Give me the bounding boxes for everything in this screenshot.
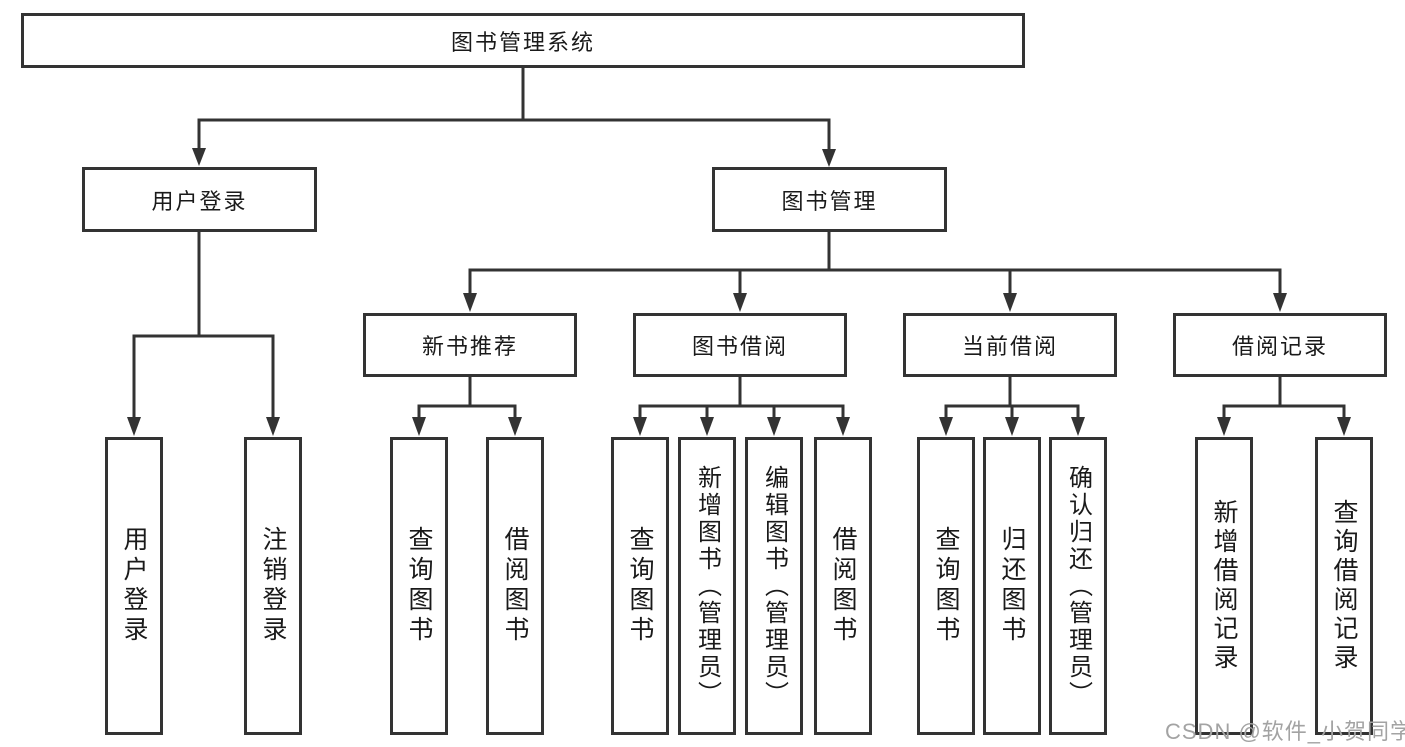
leaf-add-borrow-record: 新增借阅记录 — [1195, 437, 1253, 735]
node-new-book-recommend: 新书推荐 — [363, 313, 577, 377]
node-root-library-system: 图书管理系统 — [21, 13, 1025, 68]
leaf-logout: 注销登录 — [244, 437, 302, 735]
node-borrowing-records: 借阅记录 — [1173, 313, 1387, 377]
node-current-borrowing: 当前借阅 — [903, 313, 1117, 377]
leaf-user-login: 用户登录 — [105, 437, 163, 735]
leaf-query-borrow-record: 查询借阅记录 — [1315, 437, 1373, 735]
leaf-edit-books-admin: 编辑图书（管理员） — [745, 437, 803, 735]
leaf-return-books: 归还图书 — [983, 437, 1041, 735]
leaf-query-books-current: 查询图书 — [917, 437, 975, 735]
node-user-login: 用户登录 — [82, 167, 317, 232]
leaf-add-books-admin: 新增图书（管理员） — [678, 437, 736, 735]
leaf-query-books-borrowing: 查询图书 — [611, 437, 669, 735]
leaf-borrow-books-recommend: 借阅图书 — [486, 437, 544, 735]
leaf-query-books-recommend: 查询图书 — [390, 437, 448, 735]
node-book-management: 图书管理 — [712, 167, 947, 232]
leaf-confirm-return-admin: 确认归还（管理员） — [1049, 437, 1107, 735]
csdn-watermark: CSDN @软件_小贺同学 — [1165, 719, 1405, 744]
leaf-borrow-books-borrowing: 借阅图书 — [814, 437, 872, 735]
node-book-borrowing: 图书借阅 — [633, 313, 847, 377]
